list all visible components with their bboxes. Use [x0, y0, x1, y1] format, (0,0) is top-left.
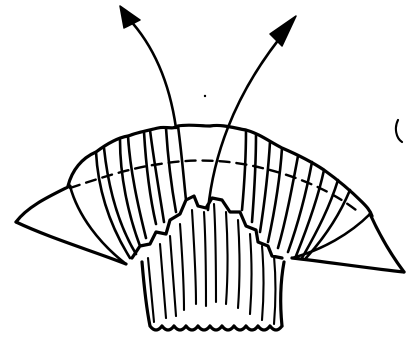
lower-fold-lines [148, 204, 276, 324]
arrowhead-left-icon [120, 6, 140, 28]
pleat-lines-left [96, 126, 186, 258]
stray-marks [204, 95, 402, 142]
arrowhead-right-icon [270, 16, 296, 46]
left-wing [16, 186, 126, 264]
upward-arrow-right [208, 16, 296, 210]
upward-arrow-left [120, 6, 176, 128]
